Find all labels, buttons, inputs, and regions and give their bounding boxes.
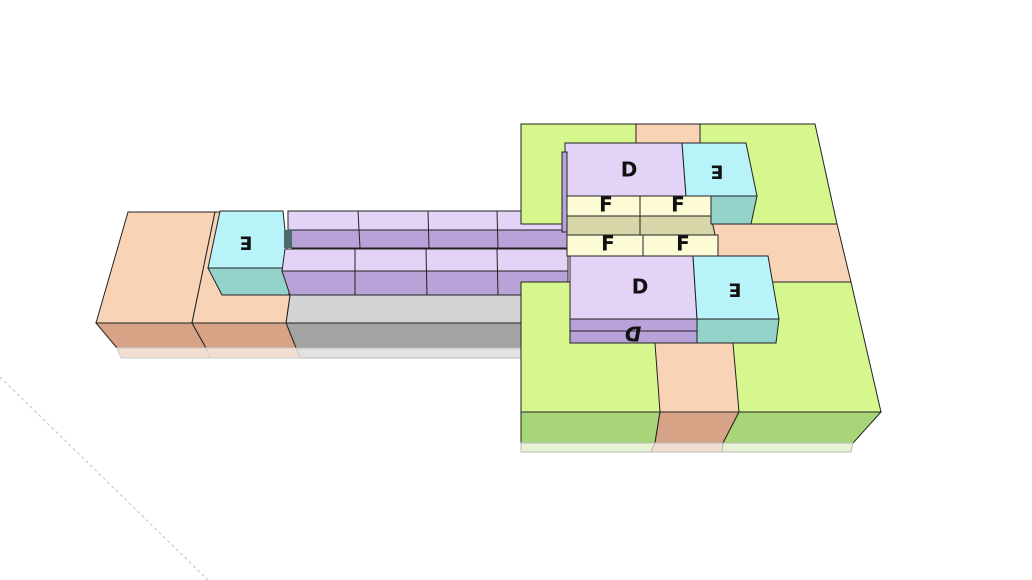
room-e-left: E xyxy=(207,210,290,296)
label-f-4: F xyxy=(676,232,690,256)
label-e-upper-right: E xyxy=(711,161,724,183)
label-e-lower-right: E xyxy=(729,279,742,301)
label-d-upper: D xyxy=(621,158,638,182)
label-d-lower: D xyxy=(632,275,649,299)
purple-room-row-upper xyxy=(284,210,569,249)
label-f-2: F xyxy=(671,193,685,217)
label-d-italic: D xyxy=(625,322,642,346)
label-f-1: F xyxy=(599,193,613,217)
axis-guide-line xyxy=(0,376,209,580)
room-f-group: F F F F xyxy=(566,193,719,257)
label-e-left: E xyxy=(240,232,253,254)
gray-corridor-block xyxy=(285,294,522,359)
room-d-lower: D D xyxy=(569,255,698,346)
purple-room-row-lower xyxy=(281,248,569,296)
room-e-lower-right: E xyxy=(692,255,780,344)
room-e-upper-right: E xyxy=(681,142,758,225)
room-d-upper: D xyxy=(561,142,687,233)
label-f-3: F xyxy=(601,232,615,256)
